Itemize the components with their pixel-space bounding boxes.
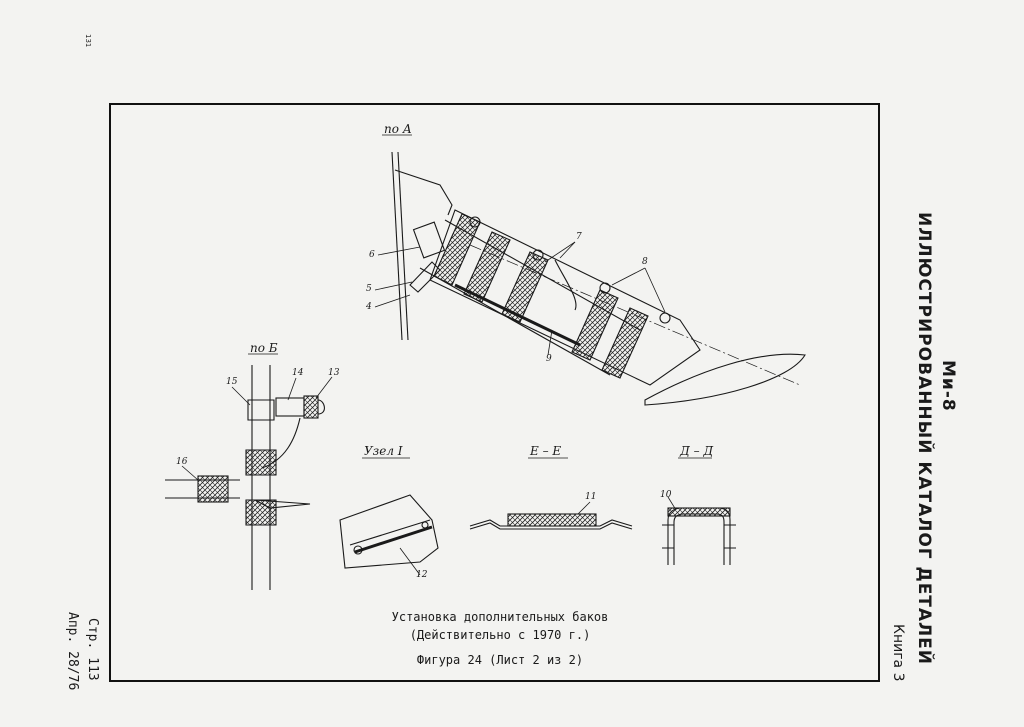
callout-6: 6 bbox=[369, 250, 375, 260]
section-e-label: Е – Е bbox=[530, 444, 562, 458]
callout-13: 13 bbox=[328, 368, 340, 378]
callout-4: 4 bbox=[366, 302, 372, 312]
view-a-label: по А bbox=[384, 122, 412, 136]
callout-11: 11 bbox=[585, 492, 597, 502]
callout-5: 5 bbox=[366, 284, 372, 294]
callout-15: 15 bbox=[226, 377, 238, 387]
view-a-drawing bbox=[374, 134, 806, 406]
callout-10: 10 bbox=[660, 490, 672, 500]
view-b-drawing bbox=[165, 353, 333, 590]
callout-7: 7 bbox=[576, 232, 582, 242]
node-1-label: Узел I bbox=[364, 444, 403, 458]
figure-label: Фигура 24 (Лист 2 из 2) bbox=[416, 653, 584, 667]
callout-16: 16 bbox=[176, 457, 188, 467]
caption-line-1: Установка дополнительных баков bbox=[391, 610, 609, 624]
callout-12: 12 bbox=[416, 570, 428, 580]
node-1-drawing bbox=[339, 457, 439, 576]
callout-14: 14 bbox=[292, 368, 304, 378]
callout-8: 8 bbox=[642, 257, 648, 267]
drawing-frame bbox=[109, 103, 880, 682]
callout-9: 9 bbox=[546, 354, 552, 364]
section-d-label: Д – Д bbox=[680, 444, 714, 458]
section-d-drawing bbox=[662, 457, 736, 565]
section-e-drawing bbox=[469, 457, 633, 530]
caption-line-2: (Действительно с 1970 г.) bbox=[409, 628, 591, 642]
view-b-label: по Б bbox=[250, 341, 278, 355]
